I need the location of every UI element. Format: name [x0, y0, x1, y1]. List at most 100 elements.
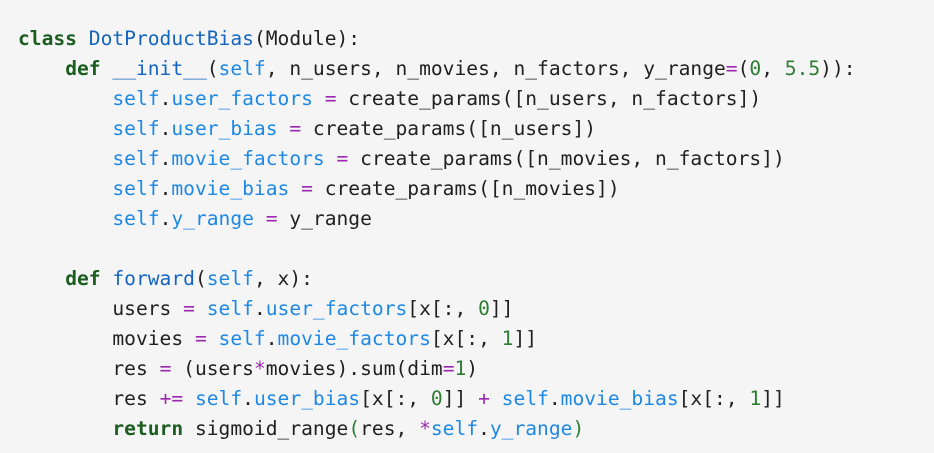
code-token: self	[206, 267, 254, 290]
code-token	[254, 207, 266, 230]
code-token: y_range	[489, 417, 573, 440]
code-lines: class DotProductBias(Module): def __init…	[18, 24, 934, 444]
code-token	[289, 177, 301, 200]
code-token: .	[159, 87, 172, 110]
code-token: __init__	[112, 57, 207, 80]
code-token: (	[206, 57, 219, 80]
code-token: res	[18, 387, 160, 410]
code-token: movies	[18, 327, 195, 350]
code-token	[18, 207, 112, 230]
code-token	[101, 267, 113, 290]
code-line: users = self.user_factors[x[:, 0]]	[18, 294, 934, 324]
code-token: movies).sum(dim	[265, 357, 443, 380]
code-token: .	[159, 117, 172, 140]
code-token: *	[253, 357, 266, 380]
code-token: =	[301, 177, 313, 200]
code-token: self	[218, 327, 266, 350]
code-token: create_params([n_movies, n_factors])	[348, 147, 785, 170]
code-token: .	[478, 417, 490, 440]
code-token: =	[324, 87, 337, 110]
code-token: (	[194, 267, 207, 290]
code-token: .	[159, 177, 172, 200]
code-token: [x[:,	[678, 387, 750, 410]
code-line: self.y_range = y_range	[18, 204, 934, 234]
code-line: self.user_bias = create_params([n_users]…	[18, 114, 934, 144]
code-token: =	[442, 357, 455, 380]
code-token: [x[:,	[407, 297, 479, 320]
code-line: def forward(self, x):	[18, 264, 934, 294]
code-token: res,	[360, 417, 420, 440]
code-token: create_params([n_users, n_factors])	[336, 87, 762, 110]
code-token: =	[725, 57, 738, 80]
code-token: self	[194, 387, 243, 410]
code-token: DotProductBias	[88, 27, 254, 50]
code-token	[325, 147, 337, 170]
code-token: .	[265, 327, 278, 350]
code-token: (	[348, 417, 361, 440]
code-token: movie_bias	[560, 387, 679, 410]
code-token: y_range	[277, 207, 372, 230]
code-token: self	[112, 147, 160, 170]
code-line: movies = self.movie_factors[x[:, 1]]	[18, 324, 934, 354]
code-token: [x[:,	[430, 327, 502, 350]
code-line: res = (users*movies).sum(dim=1)	[18, 354, 934, 384]
code-token: 5.5	[784, 57, 821, 80]
code-token: y_range	[171, 207, 254, 230]
code-token: self	[112, 177, 160, 200]
code-token: create_params([n_users])	[301, 117, 597, 140]
code-token: )	[572, 417, 585, 440]
code-line: res += self.user_bias[x[:, 0]] + self.mo…	[18, 384, 934, 414]
code-token: =	[183, 297, 195, 320]
code-line	[18, 234, 934, 264]
code-token: )	[466, 357, 479, 380]
code-token: create_params([n_movies])	[312, 177, 620, 200]
code-token: self	[430, 417, 479, 440]
code-token: self	[112, 87, 160, 110]
code-line: self.movie_bias = create_params([n_movie…	[18, 174, 934, 204]
code-token: self	[218, 57, 266, 80]
code-token: user_factors	[171, 87, 313, 110]
code-token	[101, 57, 113, 80]
code-token: ]]	[489, 297, 514, 320]
code-line: return sigmoid_range(res, *self.y_range)	[18, 414, 934, 444]
code-token: def	[65, 267, 101, 290]
code-token: .	[159, 147, 172, 170]
code-token: =	[336, 147, 349, 170]
code-token	[207, 327, 219, 350]
code-token: 1	[454, 357, 467, 380]
code-token	[490, 387, 502, 410]
code-token: ]]	[761, 387, 785, 410]
code-token: self	[501, 387, 549, 410]
code-token: user_bias	[253, 387, 361, 410]
code-token	[183, 387, 195, 410]
code-token: 1	[749, 387, 762, 410]
code-token: .	[242, 387, 254, 410]
code-token: .	[548, 387, 561, 410]
code-token: user_factors	[265, 297, 408, 320]
code-token	[18, 117, 112, 140]
code-token	[18, 57, 65, 80]
code-token	[18, 87, 112, 110]
code-token: .	[253, 297, 266, 320]
code-token	[18, 177, 112, 200]
code-token: ]]	[442, 387, 479, 410]
code-token: +=	[159, 387, 184, 410]
code-token: 1	[501, 327, 514, 350]
code-token: self	[112, 117, 160, 140]
code-token: self	[112, 207, 160, 230]
code-token	[18, 147, 112, 170]
code-token: )):	[820, 57, 856, 80]
code-token	[278, 117, 290, 140]
code-token: class	[18, 27, 77, 50]
code-token: 0	[749, 57, 762, 80]
code-token: , n_users, n_movies, n_factors, y_range	[265, 57, 726, 80]
code-token	[195, 297, 207, 320]
code-token: self	[206, 297, 254, 320]
code-token: [x[:,	[360, 387, 431, 410]
code-line: self.user_factors = create_params([n_use…	[18, 84, 934, 114]
code-token: movie_bias	[171, 177, 290, 200]
code-line: self.movie_factors = create_params([n_mo…	[18, 144, 934, 174]
code-token: =	[265, 207, 278, 230]
code-token: *	[419, 417, 431, 440]
code-line: def __init__(self, n_users, n_movies, n_…	[18, 54, 934, 84]
